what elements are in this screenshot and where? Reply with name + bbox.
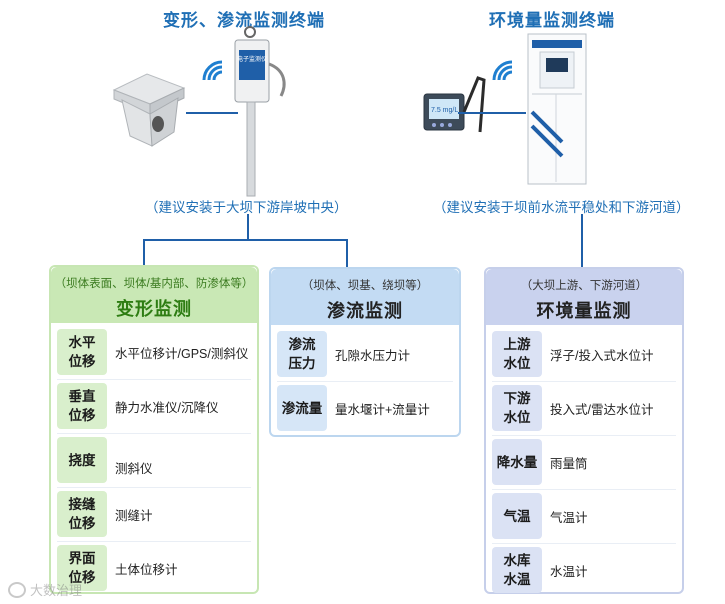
category-label: 水平 位移 xyxy=(57,329,107,375)
connector-line xyxy=(186,112,238,114)
panel-title: 渗流监测 xyxy=(327,301,403,321)
deformation-monitoring-panel: （坝体表面、坝体/基内部、防渗体等） 变形监测 水平 位移 水平位移计/GPS/… xyxy=(49,265,259,594)
environment-monitoring-panel: （大坝上游、下游河道） 环境量监测 上游 水位 浮子/投入式水位计 下游 水位 … xyxy=(484,267,684,594)
panel-header: （大坝上游、下游河道） 环境量监测 xyxy=(486,269,682,325)
connector-line xyxy=(346,239,348,267)
watermark-text: 大数治理 xyxy=(30,583,83,598)
category-label: 接缝 位移 xyxy=(57,491,107,537)
monitoring-row: 降水量 雨量筒 xyxy=(492,439,676,485)
water-analyzer-device xyxy=(420,72,495,140)
instrument-label: 浮子/投入式水位计 xyxy=(550,348,654,363)
monitoring-row: 接缝 位移 测缝计 xyxy=(57,491,251,537)
panel-scope: （坝体表面、坝体/基内部、防渗体等） xyxy=(54,278,254,290)
sensor-tag-label: 电子监测仪 xyxy=(237,57,268,63)
left-install-note: （建议安装于大坝下游岸坡中央） xyxy=(145,200,348,215)
instrument-label: 测斜仪 xyxy=(115,461,153,476)
instrument-label: 静力水准仪/沉降仪 xyxy=(115,400,219,415)
monitoring-row: 下游 水位 投入式/雷达水位计 xyxy=(492,385,676,431)
monitoring-row: 垂直 位移 静力水准仪/沉降仪 xyxy=(57,383,251,429)
watermark-logo-icon xyxy=(8,581,26,598)
panel-header: （坝体、坝基、绕坝等） 渗流监测 xyxy=(271,269,459,325)
panel-scope: （坝体、坝基、绕坝等） xyxy=(301,280,429,292)
monitoring-cabinet xyxy=(526,32,588,187)
instrument-label: 投入式/雷达水位计 xyxy=(550,402,654,417)
connector-line xyxy=(143,239,145,265)
connector-line xyxy=(581,214,583,267)
monitoring-row: 渗流 压力 孔隙水压力计 xyxy=(277,331,453,377)
monitoring-row: 界面 位移 土体位移计 xyxy=(57,545,251,591)
category-label: 水库 水温 xyxy=(492,547,542,593)
instrument-label: 气温计 xyxy=(550,510,588,525)
instrument-label: 水平位移计/GPS/测斜仪 xyxy=(115,346,249,361)
monitoring-row: 水库 水温 水温计 xyxy=(492,547,676,593)
connector-line xyxy=(247,214,249,240)
category-label: 挠度 xyxy=(57,437,107,483)
monitoring-row: 水平 位移 水平位移计/GPS/测斜仪 xyxy=(57,329,251,375)
category-label: 渗流量 xyxy=(277,385,327,431)
analyzer-screen-value: 7.5 mg/L xyxy=(431,107,459,114)
category-label: 气温 xyxy=(492,493,542,539)
watermark: 大数治理 xyxy=(8,580,82,599)
category-label: 降水量 xyxy=(492,439,542,485)
monitoring-row: 气温 气温计 xyxy=(492,493,676,539)
displacement-rod-sensor xyxy=(225,24,295,199)
instrument-label: 量水堰计+流量计 xyxy=(335,402,430,417)
connector-line xyxy=(458,112,526,114)
category-label: 渗流 压力 xyxy=(277,331,327,377)
panel-title: 环境量监测 xyxy=(536,301,632,321)
instrument-label: 水温计 xyxy=(550,564,588,579)
instrument-label: 雨量筒 xyxy=(550,456,588,471)
right-terminal-title: 环境量监测终端 xyxy=(489,11,615,30)
category-label: 下游 水位 xyxy=(492,385,542,431)
instrument-label: 测缝计 xyxy=(115,508,153,523)
instrument-label: 土体位移计 xyxy=(115,562,178,577)
wifi-icon xyxy=(198,56,228,86)
tilt-sensor-device xyxy=(100,66,195,151)
panel-title: 变形监测 xyxy=(116,299,192,319)
left-terminal-title: 变形、渗流监测终端 xyxy=(163,11,325,30)
right-install-note: （建议安装于坝前水流平稳处和下游河道） xyxy=(433,200,690,215)
monitoring-row: 渗流量 量水堰计+流量计 xyxy=(277,385,453,431)
panel-header: （坝体表面、坝体/基内部、防渗体等） 变形监测 xyxy=(51,267,257,323)
category-label: 界面 位移 xyxy=(57,545,107,591)
seepage-monitoring-panel: （坝体、坝基、绕坝等） 渗流监测 渗流 压力 孔隙水压力计 渗流量 量水堰计+流… xyxy=(269,267,461,437)
panel-scope: （大坝上游、下游河道） xyxy=(520,280,648,292)
category-label: 垂直 位移 xyxy=(57,383,107,429)
category-label: 上游 水位 xyxy=(492,331,542,377)
monitoring-row: 上游 水位 浮子/投入式水位计 xyxy=(492,331,676,377)
monitoring-row: 挠度 测斜仪 xyxy=(57,437,251,483)
connector-line xyxy=(143,239,348,241)
wifi-icon xyxy=(488,56,518,86)
instrument-label: 孔隙水压力计 xyxy=(335,348,411,363)
